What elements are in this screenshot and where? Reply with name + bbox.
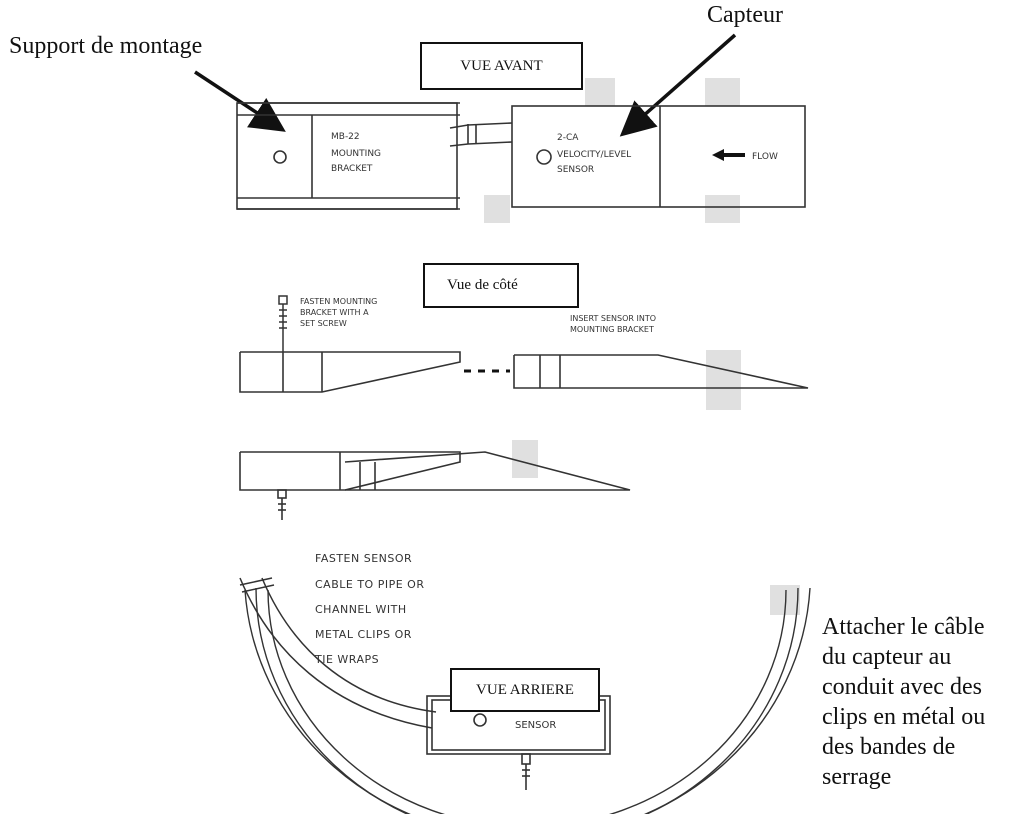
french-note-line-2: du capteur au [822,644,952,670]
cable-text-1: FASTEN SENSOR [315,552,413,565]
pipe-arcs [244,587,811,814]
cable-text-4: METAL CLIPS OR [315,628,412,641]
fasten-text-2: BRACKET WITH A [300,308,369,317]
fasten-text-1: FASTEN MOUNTING [300,297,377,306]
capteur-label: Capteur [707,2,783,28]
sensor-text-1: 2-CA [557,133,579,143]
vue-arriere-box: VUE ARRIERE [450,668,600,712]
flow-arrow [712,149,745,161]
side-view-bracket [239,351,461,393]
fasten-text-3: SET SCREW [300,319,347,328]
front-view-cable [449,122,513,147]
bracket-text-3: BRACKET [331,164,373,174]
sensor-text-3: SENSOR [557,165,594,175]
vue-de-cote-box: Vue de côté [423,263,579,308]
support-de-montage-label: Support de montage [9,33,203,59]
vue-avant-box: VUE AVANT [420,42,583,90]
side-view-sensor [513,354,809,389]
french-note-line-6: serrage [822,764,892,790]
flow-text: FLOW [752,152,778,162]
side-view-texts: FASTEN MOUNTING BRACKET WITH A SET SCREW… [300,297,656,334]
rear-view-cable [239,577,437,729]
rear-sensor-text: SENSOR [515,720,556,731]
assembled-view [239,451,631,520]
cable-text-5: TIE WRAPS [315,653,380,666]
side-view-set-screw [278,295,288,352]
insert-text-2: MOUNTING BRACKET [570,325,654,334]
support-callout-arrow [194,70,286,132]
french-note-line-1: Attacher le câble [822,614,985,640]
bracket-text-2: MOUNTING [331,149,381,159]
insert-text-1: INSERT SENSOR INTO [570,314,656,323]
cable-text-2: CABLE TO PIPE OR [315,578,425,591]
french-note-line-4: clips en métal ou [822,704,986,730]
cable-text-3: CHANNEL WITH [315,603,407,616]
sensor-text-2: VELOCITY/LEVEL [557,150,631,160]
front-view-texts: MB-22 MOUNTING BRACKET 2-CA VELOCITY/LEV… [331,132,778,175]
french-note-line-5: des bandes de [822,734,956,760]
french-cable-note: Attacher le câble du capteur au conduit … [822,612,1027,792]
front-view-mounting-bracket [236,102,460,210]
french-note-line-3: conduit avec des [822,674,982,700]
bracket-text-1: MB-22 [331,132,360,142]
front-view-sensor [511,105,806,208]
capteur-callout-arrow [619,33,737,137]
